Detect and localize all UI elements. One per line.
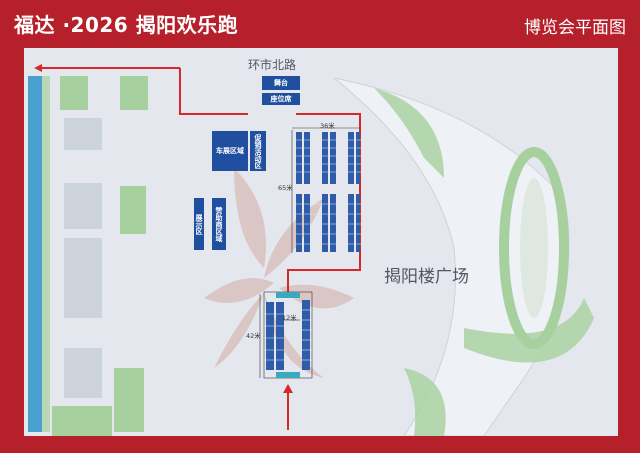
green-block: [120, 76, 148, 110]
zone-promo-activity[interactable]: 促销活动区: [250, 131, 266, 171]
dimension-height-top: 65米: [278, 184, 293, 192]
zone-sponsor[interactable]: 赞助商区域: [212, 198, 226, 250]
booth: [348, 132, 354, 184]
booth: [276, 302, 284, 370]
booth-dividers: [294, 139, 362, 245]
booth: [302, 300, 310, 370]
booth: [296, 194, 302, 252]
zone-stage[interactable]: 舞台: [262, 76, 300, 90]
zone-car-exhibit[interactable]: 车展区域: [212, 131, 248, 171]
dimension-width-bottom: 12米: [282, 314, 297, 322]
booth: [330, 194, 336, 252]
route-arrow-up: [283, 384, 293, 393]
booth: [322, 194, 328, 252]
entrance-bottom: [276, 372, 300, 378]
route-path-upper: [179, 68, 248, 115]
map-subtitle: 博览会平面图: [524, 18, 626, 38]
left-blue-strip: [28, 76, 42, 432]
venue-map: 环市北路 舞台 座位席 车展区域 促销活动区 展示区 赞助商区域 36米 65米…: [24, 48, 618, 436]
booth: [356, 132, 360, 184]
route-arrow-left: [34, 64, 42, 72]
booth: [330, 132, 336, 184]
zone-seating[interactable]: 座位席: [262, 93, 300, 105]
booth: [296, 132, 302, 184]
dimension-height-bottom: 42米: [246, 332, 261, 340]
green-block: [120, 186, 146, 234]
booth-column-right: [302, 300, 310, 370]
entrance-top: [276, 292, 300, 298]
booth: [348, 194, 354, 252]
booth: [322, 132, 328, 184]
dimension-width-top: 36米: [320, 122, 335, 130]
left-green-strip: [42, 76, 50, 432]
plaza-green-arc-bottom: [404, 368, 446, 436]
booth: [304, 194, 310, 252]
building-block: [64, 183, 102, 229]
booth: [266, 302, 274, 370]
plaza-label: 揭阳楼广场: [384, 267, 469, 287]
green-block: [52, 406, 112, 436]
plaza-green-arc-right: [464, 298, 594, 363]
plaza-oval-inner: [520, 178, 548, 318]
booth: [356, 194, 360, 252]
booth-column-left: [266, 302, 284, 370]
booth-grid-top: [296, 132, 360, 252]
building-block: [64, 238, 102, 318]
zone-exhibit[interactable]: 展示区: [194, 198, 204, 250]
booth: [304, 132, 310, 184]
road-label: 环市北路: [248, 58, 297, 72]
building-block: [64, 118, 102, 150]
bottom-booth-dividers: [264, 309, 312, 361]
green-block: [114, 368, 144, 432]
route-path-mid: [287, 113, 361, 292]
plaza-green-arc: [374, 88, 444, 178]
event-title: 福达 ·2026 揭阳欢乐跑: [14, 13, 239, 37]
map-graphics: [28, 64, 594, 436]
green-block: [60, 76, 88, 110]
building-block: [64, 348, 102, 398]
